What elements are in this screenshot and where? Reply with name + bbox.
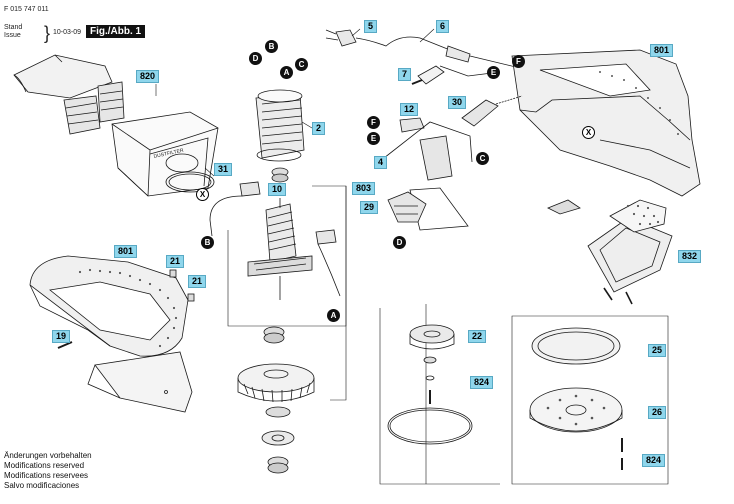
callout-b-low: B (201, 236, 214, 249)
power-cable (325, 29, 521, 69)
part-tag-803: 803 (352, 182, 376, 195)
part-tag-4: 4 (374, 156, 388, 169)
lower-bearing-set (261, 406, 295, 474)
note-en: Modifications reserved (4, 461, 85, 470)
corner-pad (547, 199, 673, 305)
callout-f-top: F (512, 55, 525, 68)
part-tag-824-mid: 824 (470, 376, 494, 389)
callout-e-top: E (487, 66, 500, 79)
note-fr: Modifications reservees (4, 471, 89, 480)
leader-lines (155, 28, 669, 485)
part-tag-22: 22 (468, 330, 487, 343)
pad-holes (78, 71, 679, 426)
part-tag-19: 19 (52, 330, 71, 343)
part-tag-832: 832 (678, 250, 702, 263)
dust-filter (111, 111, 219, 197)
part-tag-5: 5 (364, 20, 378, 33)
part-tag-820: 820 (136, 70, 160, 83)
callout-x-right: X (582, 126, 595, 139)
part-tag-21-b: 21 (188, 275, 207, 288)
bearing-top (271, 167, 289, 183)
small-screws (57, 269, 195, 349)
fan (237, 363, 315, 403)
part-tag-30: 30 (448, 96, 467, 109)
note-es: Salvo modificaciones (4, 481, 80, 490)
switch-slider (461, 95, 523, 127)
o-ring (165, 171, 215, 193)
part-tag-801-right: 801 (650, 44, 674, 57)
header-brace: } (44, 23, 51, 43)
bearing-mid (263, 326, 285, 344)
dust-box (13, 54, 125, 135)
callout-d-top: D (249, 52, 262, 65)
carbon-brushes (209, 181, 341, 297)
modification-notes: Änderungen vorbehalten Modifications res… (4, 451, 92, 491)
callout-c-mid: C (476, 152, 489, 165)
switch-assembly (383, 117, 473, 231)
armature (247, 198, 313, 300)
figure-label: Fig./Abb. 1 (86, 25, 146, 38)
callout-d-low: D (393, 236, 406, 249)
callout-b-top: B (265, 40, 278, 53)
document-code: F 015 747 011 (4, 6, 49, 13)
callout-x-left: X (196, 188, 209, 201)
part-tag-2: 2 (312, 122, 326, 135)
stand-label: Stand (4, 24, 23, 31)
note-de: Änderungen vorbehalten (4, 451, 92, 460)
electronics-module (387, 191, 427, 223)
stator (255, 89, 305, 162)
sanding-pads (529, 327, 623, 470)
part-tag-26: 26 (648, 406, 667, 419)
part-tag-824-low: 824 (642, 454, 666, 467)
part-tag-801-left: 801 (114, 245, 138, 258)
part-tag-21-a: 21 (166, 255, 185, 268)
part-tag-25: 25 (648, 344, 667, 357)
issue-label: Issue (4, 32, 21, 39)
pad-bracket (387, 324, 473, 445)
part-tag-29: 29 (360, 201, 379, 214)
callout-a-low: A (327, 309, 340, 322)
part-tag-12: 12 (400, 103, 419, 116)
callout-c-top: C (295, 58, 308, 71)
callout-a-top: A (280, 66, 293, 79)
issue-date: 10-03-09 (53, 29, 82, 36)
part-tag-31: 31 (214, 163, 233, 176)
part-tag-7: 7 (398, 68, 412, 81)
part-tag-10: 10 (268, 183, 287, 196)
housing-right (511, 49, 701, 197)
part-tag-6: 6 (436, 20, 450, 33)
housing-left (29, 255, 193, 413)
callout-e-mid: E (367, 132, 380, 145)
callout-f-mid: F (367, 116, 380, 129)
